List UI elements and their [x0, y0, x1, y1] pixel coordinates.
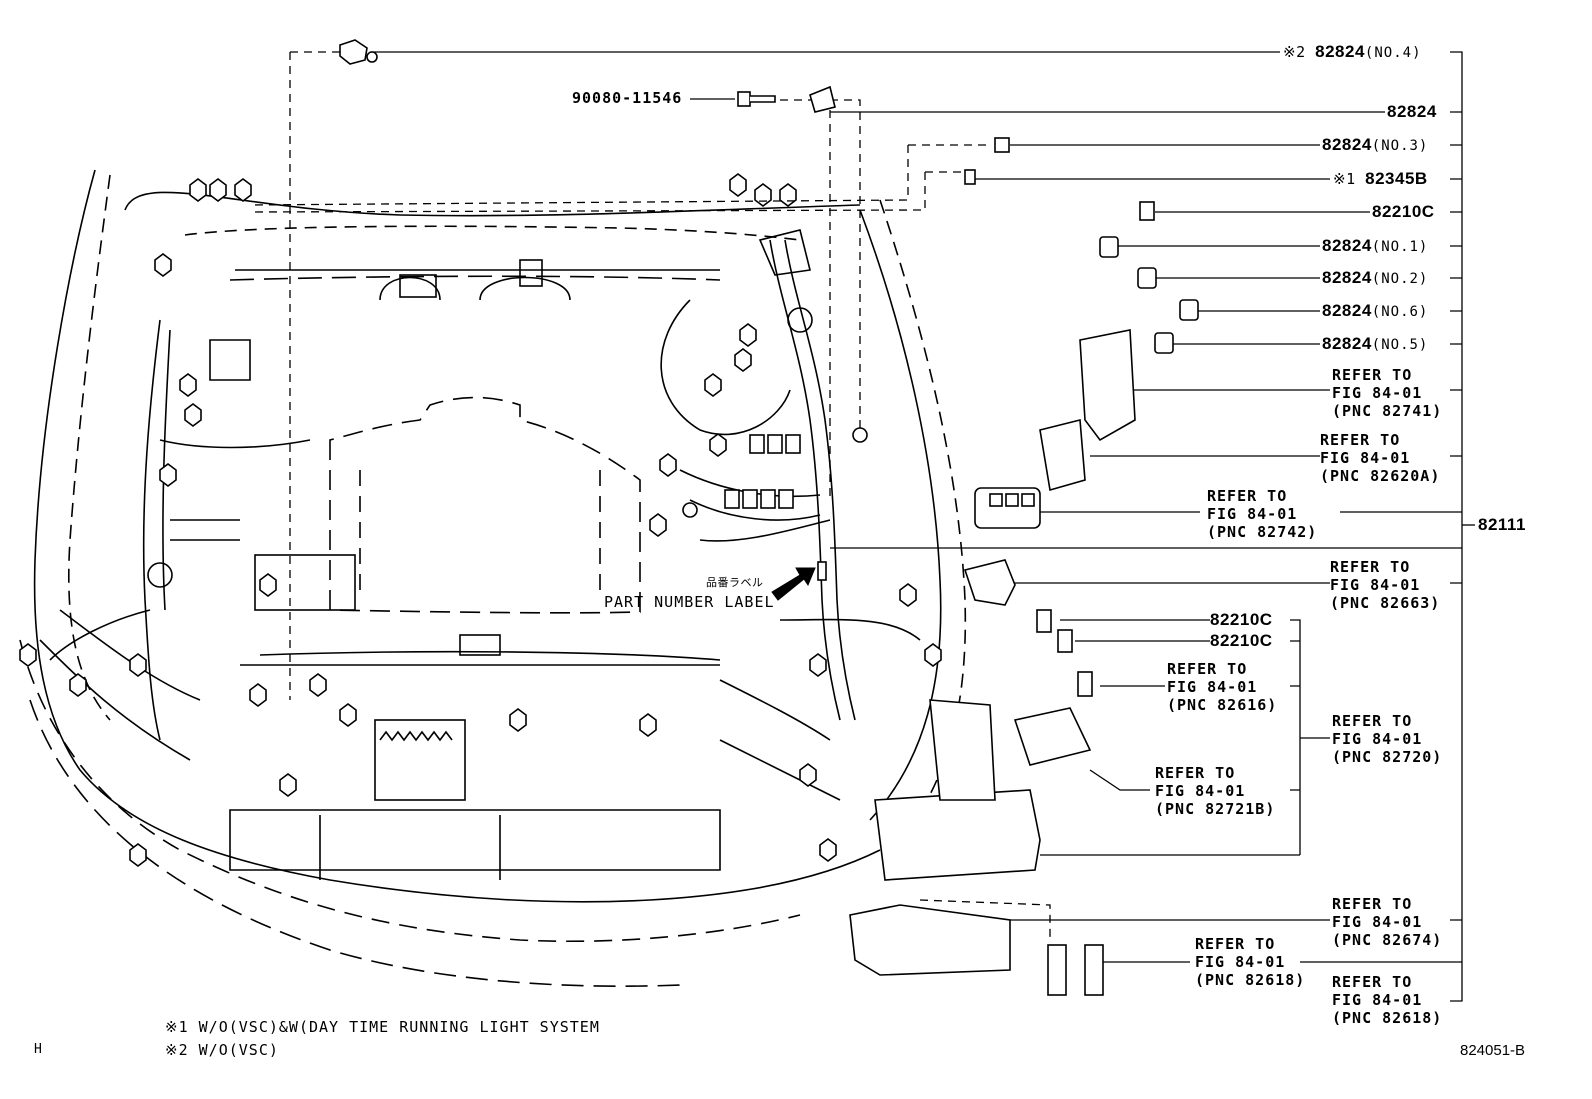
callout-suffix: (NO.1) [1371, 239, 1429, 255]
ref-line3: (PNC 82663) [1330, 594, 1441, 612]
callout-82345b: ※1 82345B [1333, 170, 1428, 188]
ref-line2: FIG 84-01 [1332, 730, 1423, 748]
ref-line1: REFER TO [1207, 487, 1288, 505]
ref-line1: REFER TO [1332, 366, 1413, 384]
callout-suffix: (NO.3) [1371, 138, 1429, 154]
callout-part: 82824 [1387, 102, 1437, 121]
ref-line1: REFER TO [1167, 660, 1248, 678]
harness-connectors [19, 173, 942, 867]
ref-line3: (PNC 82620A) [1320, 467, 1441, 485]
ref-line3: (PNC 82720) [1332, 748, 1443, 766]
ref-line1: REFER TO [1332, 712, 1413, 730]
ref-line3: (PNC 82741) [1332, 402, 1443, 420]
ref-line2: FIG 84-01 [1332, 913, 1423, 931]
ref-line2: FIG 84-01 [1320, 449, 1411, 467]
callout-part: 82824 [1322, 268, 1372, 287]
part-label-jp: 品番ラベル [706, 576, 764, 589]
ref-line2: FIG 84-01 [1195, 953, 1286, 971]
ref-line3: (PNC 82674) [1332, 931, 1443, 949]
ref-line3: (PNC 82618) [1195, 971, 1306, 989]
small-parts [339, 39, 1199, 996]
ref-line1: REFER TO [1320, 431, 1401, 449]
callout-part: 82824 [1315, 42, 1365, 61]
ref-line3: (PNC 82616) [1167, 696, 1278, 714]
callout-82824-no2: 82824(NO.2) [1322, 269, 1428, 288]
callout-82824-no4: ※2 82824(NO.4) [1283, 43, 1422, 62]
callout-82210c-a: 82210C [1210, 611, 1273, 629]
ref-line1: REFER TO [1330, 558, 1411, 576]
part-label-en: PART NUMBER LABEL [604, 593, 775, 611]
ref-line1: REFER TO [1332, 895, 1413, 913]
left-compartment [39, 319, 356, 761]
main-part-number: 82111 [1478, 515, 1526, 534]
ref-line3: (PNC 82618) [1332, 1009, 1443, 1027]
bolt-part-number: 90080-11546 [572, 89, 683, 107]
callout-82210c-b: 82210C [1210, 632, 1273, 650]
callout-part: 82210C [1210, 610, 1273, 629]
callout-82824-no3: 82824(NO.3) [1322, 136, 1428, 155]
callout-part: 82824 [1322, 334, 1372, 353]
callout-prefix: ※1 [1333, 170, 1356, 188]
callout-82824: 82824 [1387, 103, 1437, 121]
callout-82824-no1: 82824(NO.1) [1322, 237, 1428, 256]
leader-lines [370, 51, 1475, 1002]
callout-suffix: (NO.6) [1371, 304, 1429, 320]
ref-line2: FIG 84-01 [1207, 505, 1298, 523]
figure-id: 824051-B [1460, 1042, 1526, 1059]
footnote-1: ※1 W/O(VSC)&W(DAY TIME RUNNING LIGHT SYS… [165, 1018, 600, 1036]
ref-line1: REFER TO [1332, 973, 1413, 991]
callout-part: 82824 [1322, 301, 1372, 320]
engine-cover [229, 259, 721, 614]
callout-part: 82210C [1210, 631, 1273, 650]
dashed-leaders [249, 51, 1051, 940]
car-body-outline [19, 169, 967, 988]
ref-line3: (PNC 82742) [1207, 523, 1318, 541]
callout-part: 82824 [1322, 135, 1372, 154]
ref-line2: FIG 84-01 [1332, 384, 1423, 402]
callout-82824-no5: 82824(NO.5) [1322, 335, 1428, 354]
corner-letter: H [34, 1042, 43, 1057]
ref-line2: FIG 84-01 [1330, 576, 1421, 594]
callout-suffix: (NO.5) [1371, 337, 1429, 353]
ref-line2: FIG 84-01 [1155, 782, 1246, 800]
ref-line1: REFER TO [1155, 764, 1236, 782]
callout-prefix: ※2 [1283, 43, 1306, 61]
radiator-area [229, 634, 721, 880]
callout-82210c-top: 82210C [1372, 203, 1435, 221]
ref-line2: FIG 84-01 [1167, 678, 1258, 696]
ref-line2: FIG 84-01 [1332, 991, 1423, 1009]
ref-line1: REFER TO [1195, 935, 1276, 953]
callout-82824-no6: 82824(NO.6) [1322, 302, 1428, 321]
callout-part: 82824 [1322, 236, 1372, 255]
ref-line3: (PNC 82721B) [1155, 800, 1276, 818]
callout-suffix: (NO.2) [1371, 271, 1429, 287]
callout-part: 82210C [1372, 202, 1435, 221]
main-harness-trunk [660, 229, 921, 801]
callout-part: 82345B [1365, 169, 1428, 188]
footnote-2: ※2 W/O(VSC) [165, 1041, 279, 1059]
part-label-arrow [771, 567, 816, 601]
callout-suffix: (NO.4) [1364, 45, 1422, 61]
